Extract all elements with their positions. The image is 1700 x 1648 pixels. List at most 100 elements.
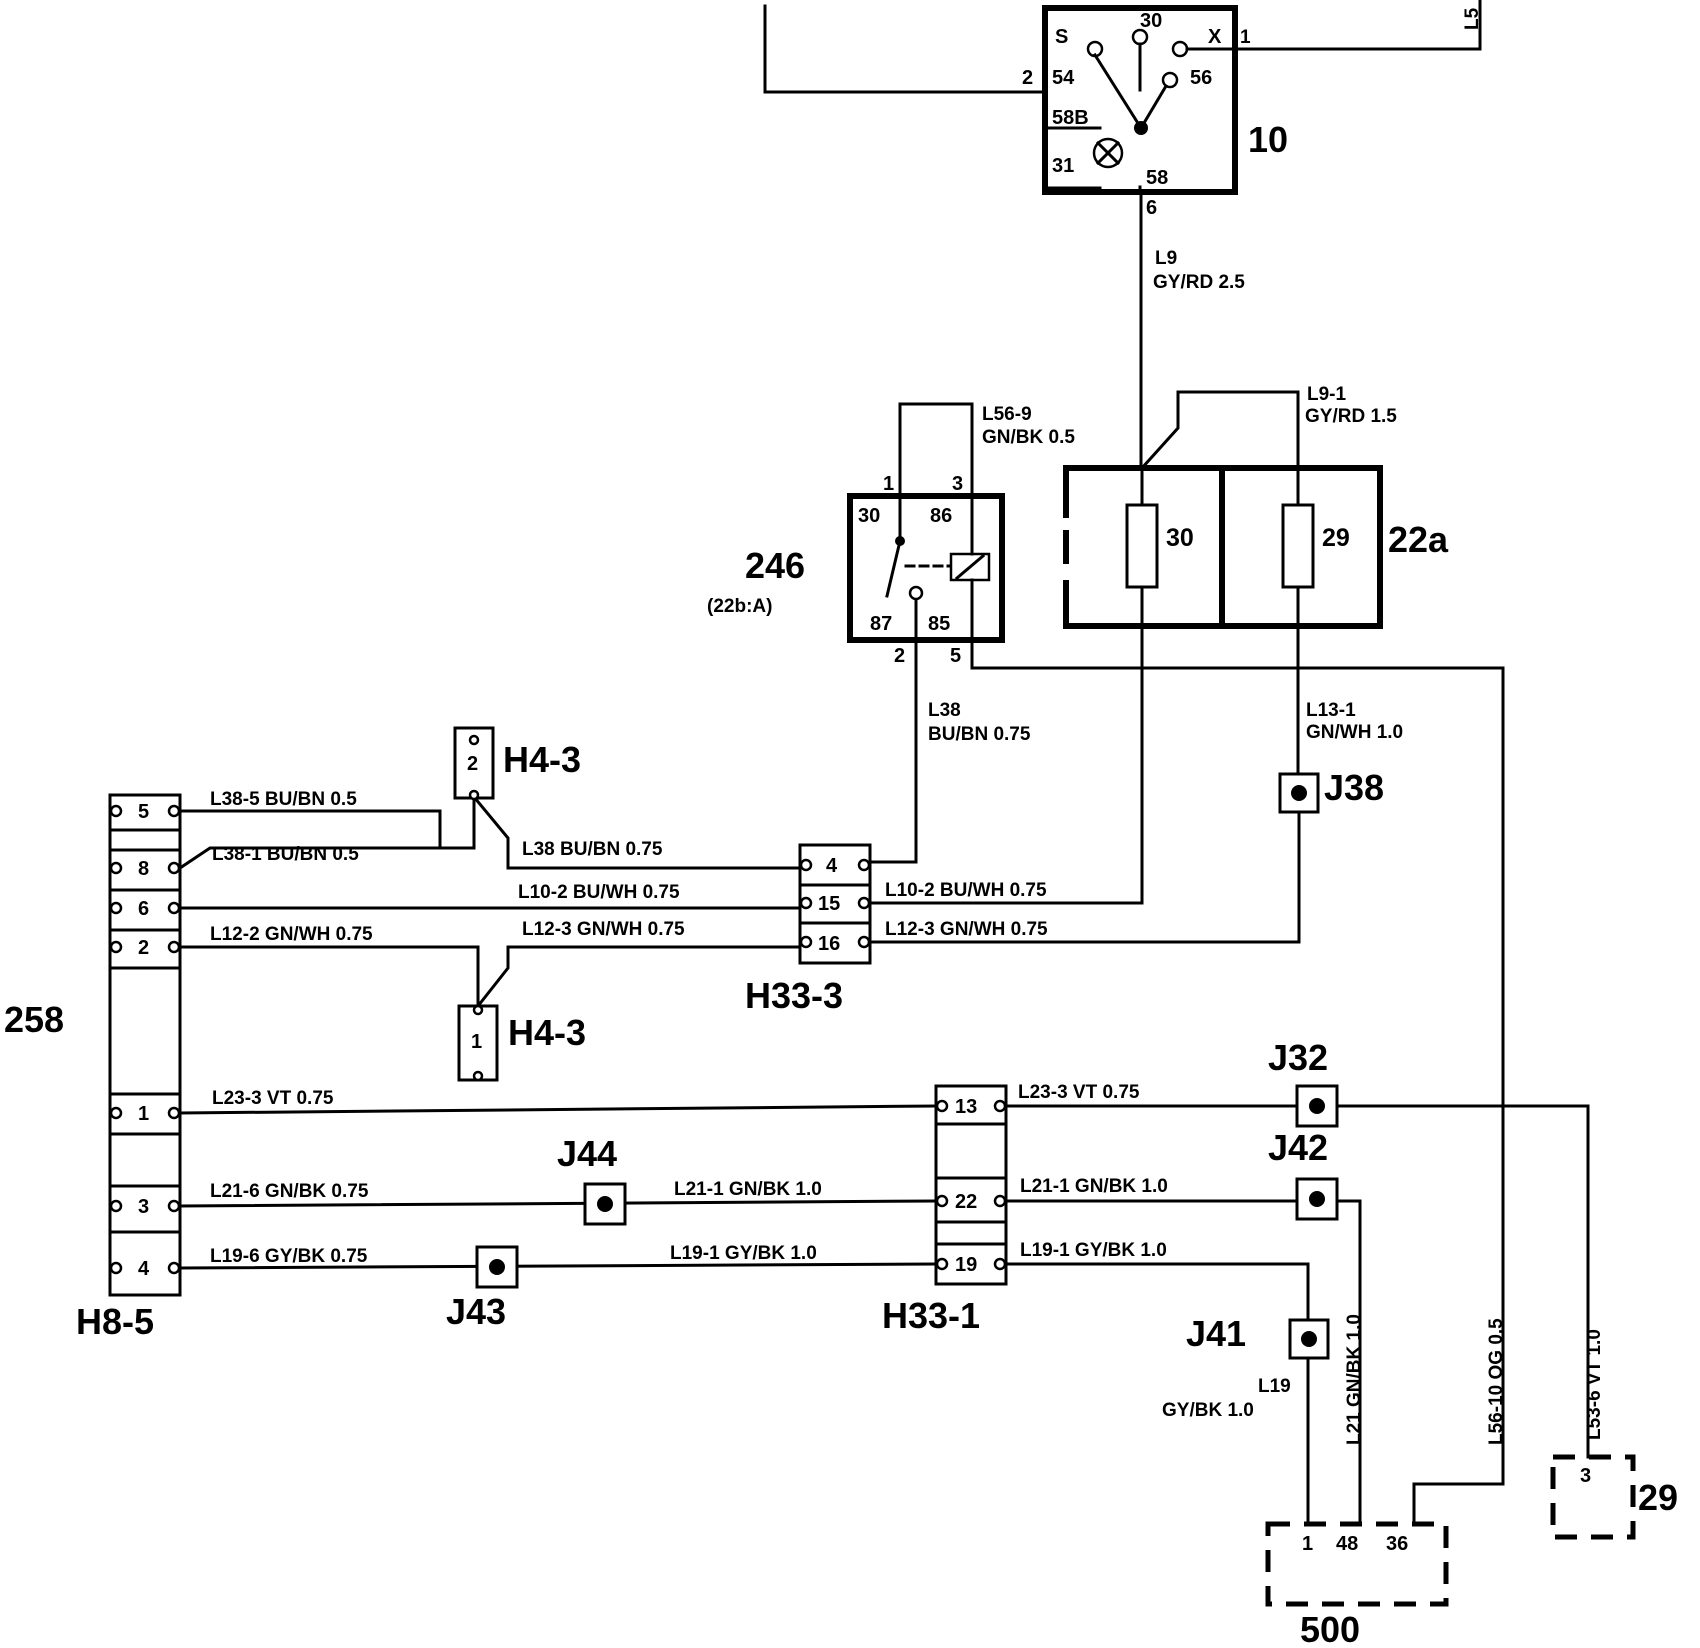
relay-pin-86: 86 [930, 505, 952, 527]
wire-l56-10-label: L56-10 OG 0.5 [1486, 1318, 1507, 1445]
c10-pin-x: X [1208, 26, 1222, 48]
h4-3-top-pin: 2 [467, 753, 478, 775]
wire-l12-3-left: L12-3 GN/WH 0.75 [522, 919, 685, 940]
relay-pin-85: 85 [928, 613, 950, 635]
h4-3-bottom-label: H4-3 [508, 1012, 586, 1053]
wire-l9-1-code: L9-1 [1307, 384, 1347, 405]
h33-3-label: H33-3 [745, 975, 843, 1016]
connector-h8-5: 5 8 6 2 1 3 4 H8-5 [76, 793, 182, 1342]
wire-l21-6: L21-6 GN/BK 0.75 [210, 1181, 369, 1202]
component-10: S 30 X 1 2 54 56 58B 31 58 6 10 [1022, 5, 1288, 219]
h8-5-pin-8: 8 [138, 858, 149, 880]
wire-l21-label: L21 GN/BK 1.0 [1344, 1314, 1365, 1445]
wire-l13-1-spec: GN/WH 1.0 [1306, 722, 1403, 743]
wire-l21-1-left: L21-1 GN/BK 1.0 [674, 1179, 822, 1200]
wire-l9-1-spec: GY/RD 1.5 [1305, 406, 1397, 427]
c10-pin-31: 31 [1052, 155, 1074, 177]
relay-pin-5: 5 [950, 645, 961, 667]
wire-l13-1-code: L13-1 [1306, 700, 1356, 721]
c246-sub: (22b:A) [707, 596, 772, 617]
h33-1-pin-22: 22 [955, 1191, 977, 1213]
relay-pin-2: 2 [894, 645, 905, 667]
j32-label: J32 [1268, 1037, 1328, 1078]
h8-5-pin-1: 1 [138, 1103, 149, 1125]
component-246: 1 3 30 86 87 85 2 5 246 (22b:A) [707, 402, 1005, 667]
partial-wire-label: L5 [1462, 7, 1483, 30]
c10-pin-58: 58 [1146, 167, 1168, 189]
wire-l56-9-spec: GN/BK 0.5 [982, 427, 1075, 448]
c10-pin-58b: 58B [1052, 107, 1089, 129]
c500-label: 500 [1300, 1609, 1360, 1648]
wire-l23-3-left: L23-3 VT 0.75 [212, 1088, 334, 1109]
wire-l9-code: L9 [1155, 248, 1177, 269]
connector-h33-1: 13 22 19 H33-1 [882, 1084, 1008, 1336]
junction-j32: J32 [1268, 1037, 1339, 1128]
wire-l10-2-left: L10-2 BU/WH 0.75 [518, 882, 680, 903]
j38-label: J38 [1324, 767, 1384, 808]
c500-pin-1: 1 [1302, 1533, 1313, 1555]
component-29: 3 29 [1550, 1454, 1678, 1540]
relay-pin-3: 3 [952, 473, 963, 495]
wire-l19-code: L19 [1258, 1376, 1291, 1397]
j43-label: J43 [446, 1291, 506, 1332]
wire-l10-2-right: L10-2 BU/WH 0.75 [885, 880, 1047, 901]
h33-3-pin-4: 4 [826, 855, 838, 877]
h8-5-pin-2: 2 [138, 937, 149, 959]
wire-l38-mid: L38 BU/BN 0.75 [522, 839, 663, 860]
c246-label: 246 [745, 545, 805, 586]
c10-pin-s: S [1055, 26, 1068, 48]
h8-5-pin-6: 6 [138, 898, 149, 920]
c10-pin-6: 6 [1146, 197, 1157, 219]
c10-pin-30: 30 [1140, 10, 1162, 32]
relay-pin-30: 30 [858, 505, 880, 527]
junction-j38: J38 [1278, 767, 1384, 814]
c29-pin-3: 3 [1580, 1465, 1591, 1487]
wire-l12-2: L12-2 GN/WH 0.75 [210, 924, 373, 945]
component-500: 1 48 36 500 [1265, 1521, 1449, 1648]
connector-h33-3: 4 15 16 H33-3 [745, 843, 872, 1016]
h8-5-pin-5: 5 [138, 801, 149, 823]
h8-5-label: H8-5 [76, 1301, 154, 1342]
wire-l9-spec: GY/RD 2.5 [1153, 272, 1245, 293]
c258-label: 258 [4, 999, 64, 1040]
fuse-30-label: 30 [1166, 524, 1194, 552]
wire-l12-3-right: L12-3 GN/WH 0.75 [885, 919, 1048, 940]
h33-1-label: H33-1 [882, 1295, 980, 1336]
c10-pin-54: 54 [1052, 67, 1075, 89]
h4-3-bottom-pin: 1 [471, 1031, 482, 1053]
c500-pin-48: 48 [1336, 1533, 1358, 1555]
junction-j43: J43 [446, 1245, 519, 1332]
wire-l38-spec: BU/BN 0.75 [928, 724, 1031, 745]
h33-1-pin-19: 19 [955, 1254, 977, 1276]
j41-label: J41 [1186, 1313, 1246, 1354]
h4-3-top-label: H4-3 [503, 739, 581, 780]
component-22a: 30 29 22a [1063, 465, 1449, 629]
wire-l21-1-right: L21-1 GN/BK 1.0 [1020, 1176, 1168, 1197]
wire-l38-code: L38 [928, 700, 961, 721]
wire-l56-9-code: L56-9 [982, 404, 1032, 425]
wire-l19-1-right: L19-1 GY/BK 1.0 [1020, 1240, 1167, 1261]
c10-pin-56: 56 [1190, 67, 1212, 89]
c10-pin-2: 2 [1022, 67, 1033, 89]
relay-pin-1: 1 [883, 473, 894, 495]
c22a-label: 22a [1388, 519, 1449, 560]
relay-pin-87: 87 [870, 613, 892, 635]
h8-5-pin-4: 4 [138, 1258, 150, 1280]
h8-5-pin-3: 3 [138, 1196, 149, 1218]
junction-j44: J44 [557, 1133, 627, 1226]
fuse-29-label: 29 [1322, 524, 1350, 552]
junction-j41: J41 [1186, 1313, 1330, 1360]
wire-l38-5: L38-5 BU/BN 0.5 [210, 789, 357, 810]
j42-label: J42 [1268, 1127, 1328, 1168]
h33-3-pin-16: 16 [818, 933, 840, 955]
wire-l53-6-label: L53-6 VT 1.0 [1584, 1329, 1605, 1440]
wire-l19-1-left: L19-1 GY/BK 1.0 [670, 1243, 817, 1264]
c500-pin-36: 36 [1386, 1533, 1408, 1555]
c10-label: 10 [1248, 119, 1288, 160]
wire-l38-1: L38-1 BU/BN 0.5 [212, 844, 359, 865]
j44-label: J44 [557, 1133, 617, 1174]
wire-l23-3-right: L23-3 VT 0.75 [1018, 1082, 1140, 1103]
h33-3-pin-15: 15 [818, 893, 840, 915]
c10-pin-x1: 1 [1240, 27, 1251, 48]
